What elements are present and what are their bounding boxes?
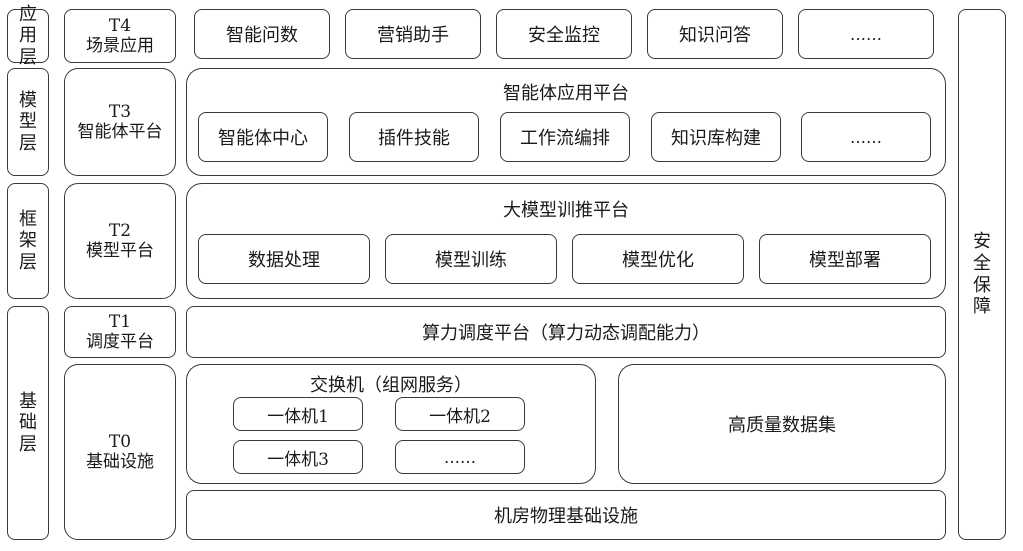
- layer-framework-char: 层: [19, 251, 37, 273]
- layer-framework-char: 架: [19, 230, 37, 252]
- app-box: 知识问答: [647, 9, 783, 59]
- layer-app: 应 用 层: [7, 4, 49, 68]
- tier-name: 调度平台: [86, 332, 154, 352]
- model-platform-item: 模型优化: [572, 234, 744, 284]
- tier-t2: T2 模型平台: [64, 183, 176, 299]
- model-platform-item: 模型部署: [759, 234, 931, 284]
- tier-t3: T3 智能体平台: [64, 68, 176, 176]
- layer-model-char: 层: [19, 132, 37, 154]
- tier-name: 场景应用: [86, 36, 154, 56]
- layer-app-char: 应: [19, 3, 37, 25]
- machine-room-box: 机房物理基础设施: [186, 490, 946, 540]
- security-char: 障: [973, 296, 991, 318]
- model-platform-item: 模型训练: [385, 234, 557, 284]
- app-box: 智能问数: [194, 9, 330, 59]
- agent-platform-title: 智能体应用平台: [503, 83, 629, 104]
- security-column: 安 全 保 障: [958, 9, 1006, 540]
- layer-framework: 框 架 层: [7, 183, 49, 299]
- app-box-ellipsis: ……: [798, 9, 934, 59]
- tier-code: T4: [108, 15, 132, 36]
- tier-t4: T4 场景应用: [64, 9, 176, 63]
- security-char: 全: [973, 252, 991, 274]
- app-box: 营销助手: [345, 9, 481, 59]
- dataset-box: 高质量数据集: [618, 364, 946, 484]
- layer-base-char: 基: [19, 390, 37, 412]
- layer-app-char: 用: [19, 25, 37, 47]
- tier-code: T0: [108, 431, 132, 452]
- security-char: 安: [973, 231, 991, 253]
- agent-platform-item: 智能体中心: [198, 112, 328, 162]
- layer-model-char: 模: [19, 89, 37, 111]
- tier-code: T2: [108, 220, 132, 241]
- machine-box: 一体机3: [233, 440, 363, 474]
- scheduling-platform: 算力调度平台（算力动态调配能力）: [186, 306, 946, 358]
- tier-code: T1: [108, 311, 132, 332]
- app-box: 安全监控: [496, 9, 632, 59]
- security-char: 保: [973, 274, 991, 296]
- layer-base-char: 础: [19, 412, 37, 434]
- agent-platform-item-ellipsis: ……: [801, 112, 931, 162]
- tier-t0: T0 基础设施: [64, 364, 176, 540]
- model-platform-title: 大模型训推平台: [503, 200, 629, 221]
- machine-box-ellipsis: ……: [395, 440, 525, 474]
- model-platform-item: 数据处理: [198, 234, 370, 284]
- agent-platform-item: 知识库构建: [651, 112, 781, 162]
- tier-t1: T1 调度平台: [64, 306, 176, 358]
- machine-box: 一体机2: [395, 397, 525, 431]
- switch-group-title: 交换机（组网服务）: [310, 375, 472, 396]
- layer-model: 模 型 层: [7, 68, 49, 176]
- machine-box: 一体机1: [233, 397, 363, 431]
- tier-name: 基础设施: [86, 452, 154, 472]
- layer-model-char: 型: [19, 111, 37, 133]
- layer-framework-char: 框: [19, 208, 37, 230]
- tier-code: T3: [108, 101, 132, 122]
- layer-base-char: 层: [19, 433, 37, 455]
- layer-base: 基 础 层: [7, 306, 49, 540]
- agent-platform-item: 工作流编排: [500, 112, 630, 162]
- agent-platform-item: 插件技能: [349, 112, 479, 162]
- layer-app-char: 层: [19, 46, 37, 68]
- tier-name: 模型平台: [86, 241, 154, 261]
- tier-name: 智能体平台: [77, 122, 163, 142]
